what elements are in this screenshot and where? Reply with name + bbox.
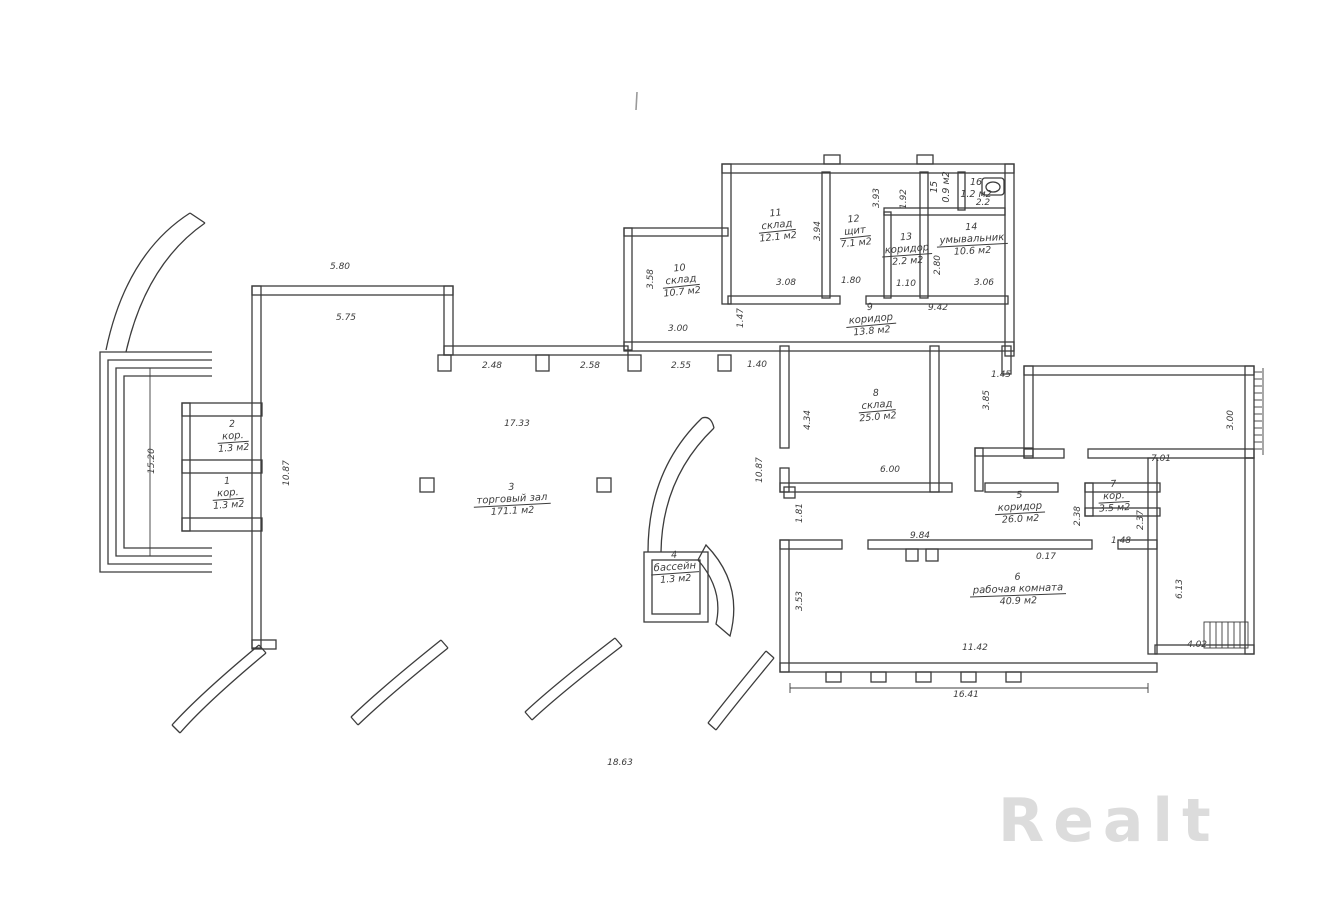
room-area: 12.1 м2 xyxy=(758,229,798,245)
dimension-label: 3.58 xyxy=(646,268,656,290)
room-area: 1.2 м2 xyxy=(960,188,992,200)
curved-facade xyxy=(171,637,775,734)
dimension-label: 17.33 xyxy=(504,419,530,429)
scan-artifact-mark xyxy=(635,91,638,111)
dimension-label: 3.00 xyxy=(667,324,689,334)
dimension-label: 10.87 xyxy=(755,457,765,483)
room-area: 2.2 м2 xyxy=(891,254,924,268)
dimension-label: 1.40 xyxy=(746,360,768,370)
window-hatching xyxy=(1254,368,1264,455)
room-area: 40.9 м2 xyxy=(999,594,1038,608)
dimension-label: 2.38 xyxy=(1073,505,1083,527)
dimension-label: 16.41 xyxy=(953,690,979,700)
dimension-label: 1.47 xyxy=(736,307,746,329)
storeroom-8-walls xyxy=(779,345,1161,499)
dimension-label: 9.42 xyxy=(927,303,949,313)
dimension-label: 9.84 xyxy=(909,531,931,541)
pool-walls xyxy=(643,416,735,638)
dimension-label: 3.85 xyxy=(982,389,992,411)
dimension-label: 1.80 xyxy=(840,276,862,286)
dimension-label: 5.75 xyxy=(335,313,357,323)
dimension-label: 11.42 xyxy=(962,643,988,653)
workroom-6-walls xyxy=(779,539,1158,683)
dimension-label: 3.53 xyxy=(795,590,805,612)
dimension-label: 1.10 xyxy=(895,279,917,289)
dimension-label: 3.06 xyxy=(973,278,995,288)
room-area: 10.7 м2 xyxy=(662,284,702,300)
room-area: 0.9 м2 xyxy=(940,171,952,203)
dimension-label: 4.34 xyxy=(803,409,813,431)
dimension-label: 1.48 xyxy=(1110,536,1132,546)
dimension-label: 2.55 xyxy=(670,361,692,371)
washbasin-fixture-icon xyxy=(981,177,1005,196)
dimension-label: 2.58 xyxy=(579,361,601,371)
dimension-label: 5.80 xyxy=(329,262,351,272)
trading-hall-walls xyxy=(251,285,732,650)
room-area: 3.5 м2 xyxy=(1098,501,1131,515)
office-17-walls xyxy=(1023,365,1255,459)
upper-block-walls xyxy=(623,154,1015,357)
dimension-label: 3.00 xyxy=(1226,409,1236,431)
dimension-label: 3.94 xyxy=(813,220,823,242)
dimension-label: 3.93 xyxy=(872,187,882,209)
room-area: 1.3 м2 xyxy=(659,572,692,586)
dimension-label: 15.20 xyxy=(147,448,157,474)
room-area: 25.0 м2 xyxy=(858,409,898,425)
dimension-label: 2.48 xyxy=(481,361,503,371)
dimension-label: 0.17 xyxy=(1035,552,1057,562)
stairs-hatching xyxy=(1203,621,1249,649)
entrance-curve xyxy=(105,212,206,353)
dimension-label: 2.80 xyxy=(933,254,943,276)
room-area: 10.6 м2 xyxy=(953,244,992,258)
dimension-label: 6.00 xyxy=(879,465,901,475)
right-wing-walls xyxy=(1084,457,1255,655)
dimension-label: 1.81 xyxy=(795,502,805,524)
dimension-label: 6.13 xyxy=(1175,578,1185,600)
room-area: 1.3 м2 xyxy=(212,498,245,512)
room-area: 7.1 м2 xyxy=(839,235,873,251)
dimension-label: 3.08 xyxy=(775,278,797,288)
left-stairs xyxy=(99,351,263,573)
dimension-label: 4.02 xyxy=(1186,640,1208,650)
dimension-label: 2.37 xyxy=(1136,509,1146,531)
dimension-lines xyxy=(149,368,1149,693)
watermark-logo: Realt xyxy=(998,786,1220,856)
dimension-label: 18.63 xyxy=(607,758,633,768)
room-area: 26.0 м2 xyxy=(1001,512,1040,526)
room-number: 16 xyxy=(969,176,983,188)
dimension-label: 7.01 xyxy=(1150,454,1172,464)
room-area: 1.3 м2 xyxy=(217,441,250,455)
dimension-label: 10.87 xyxy=(282,460,292,486)
dimension-label: 1.92 xyxy=(899,188,909,210)
room-number: 15 xyxy=(928,180,940,194)
dimension-label: 2.2 xyxy=(975,198,991,208)
dimension-label: 1.45 xyxy=(990,370,1012,380)
